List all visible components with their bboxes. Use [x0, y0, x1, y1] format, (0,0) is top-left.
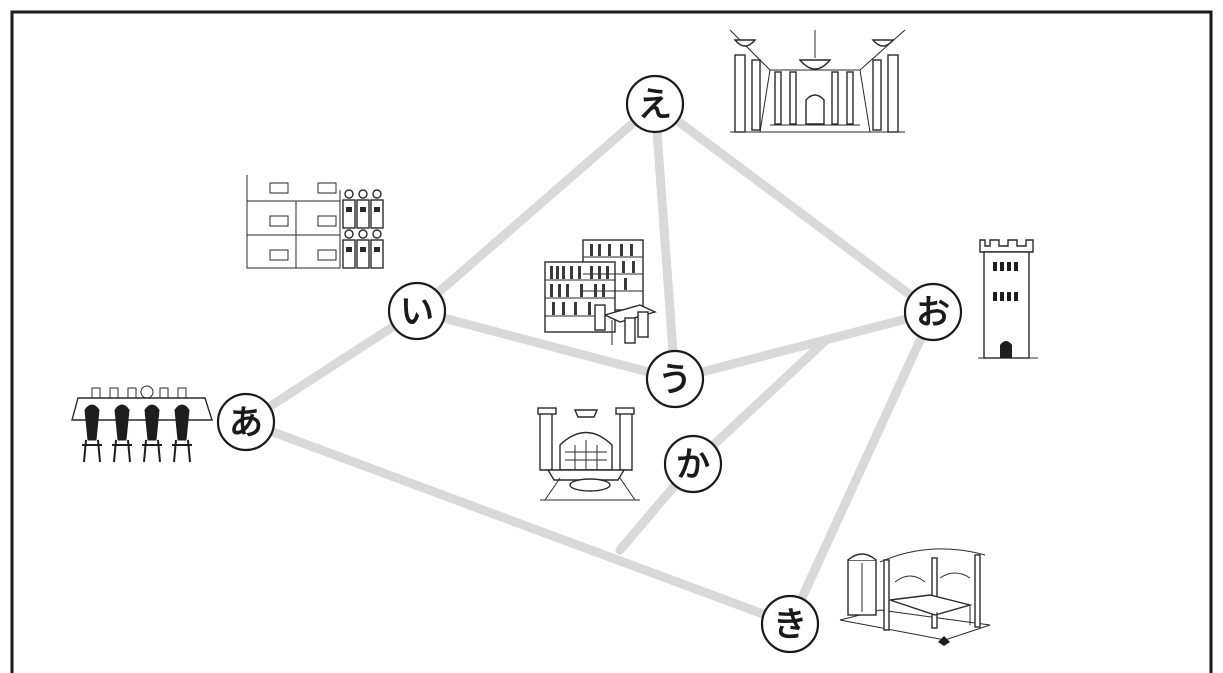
- node-o-label: お: [916, 293, 950, 333]
- node-ka[interactable]: か: [663, 434, 723, 494]
- node-u-label: う: [658, 360, 692, 400]
- path-e-o: [650, 99, 938, 317]
- node-ki[interactable]: き: [760, 594, 820, 654]
- node-ka-label: か: [676, 445, 710, 485]
- node-u[interactable]: う: [645, 349, 705, 409]
- path-i-u: [412, 306, 680, 384]
- path-e-u: [650, 99, 680, 384]
- node-i[interactable]: い: [387, 281, 447, 341]
- map-frame: [10, 10, 1213, 673]
- tower-icon: [978, 239, 1038, 359]
- node-e-label: え: [638, 85, 672, 125]
- path-i-e: [412, 99, 660, 316]
- dining-hall-icon: [71, 385, 213, 463]
- node-e[interactable]: え: [625, 74, 685, 134]
- library-icon: [544, 239, 657, 345]
- node-ki-label: き: [773, 605, 807, 645]
- path-u-o: [670, 307, 938, 384]
- path-network: [241, 99, 938, 629]
- node-o[interactable]: お: [903, 282, 963, 342]
- node-a[interactable]: あ: [216, 392, 276, 452]
- node-a-label: あ: [229, 403, 263, 443]
- servants-quarters-icon: [246, 175, 384, 269]
- path-o-ki: [785, 307, 938, 629]
- node-i-label: い: [400, 292, 434, 332]
- bedchamber-icon: [839, 548, 991, 646]
- path-a-i: [241, 306, 422, 427]
- grand-hall-icon: [729, 29, 906, 133]
- path-ka-upper: [688, 337, 829, 469]
- path-a-ki: [241, 417, 795, 629]
- drawing-room-icon: [537, 407, 640, 501]
